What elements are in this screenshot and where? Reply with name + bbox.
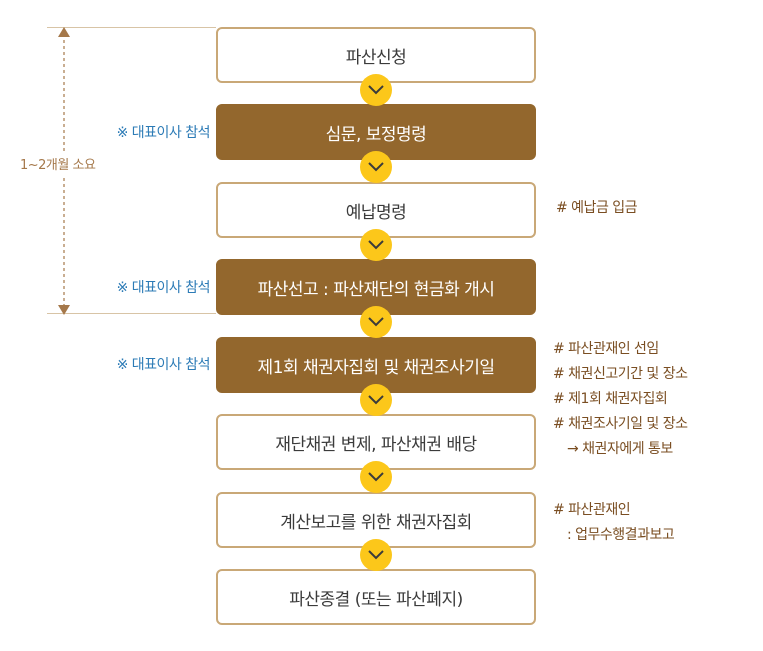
deposit-note-text: # 예납금 입금 <box>556 200 638 216</box>
step-accounting-report-meeting: 계산보고를 위한 채권자집회 <box>216 492 536 548</box>
chevron-down-icon <box>360 229 392 261</box>
period-guide-bottom <box>47 313 216 314</box>
chevron-down-icon <box>360 461 392 493</box>
meeting-note-line: # 채권신고기간 및 장소 <box>553 366 688 382</box>
report-note-line: # 파산관재인 <box>553 502 631 518</box>
ceo-attendance-note: ※ 대표이사 참석 <box>116 280 211 296</box>
report-notes: # 파산관재인 : 업무수행결과보고 <box>553 498 675 548</box>
deposit-note: # 예납금 입금 <box>556 196 638 221</box>
report-note-line: : 업무수행결과보고 <box>567 527 675 543</box>
meeting-note-line: # 제1회 채권자집회 <box>553 391 668 407</box>
chevron-down-icon <box>360 539 392 571</box>
step-bankruptcy-closure: 파산종결 (또는 파산폐지) <box>216 569 536 625</box>
step-claims-repayment-dividend: 재단채권 변제, 파산채권 배당 <box>216 414 536 470</box>
chevron-down-icon <box>360 306 392 338</box>
chevron-down-icon <box>360 384 392 416</box>
step-hearing-correction-order: 심문, 보정명령 <box>216 104 536 160</box>
ceo-attendance-note: ※ 대표이사 참석 <box>116 125 211 141</box>
chevron-down-icon <box>360 151 392 183</box>
meeting-note-line: → 채권자에게 통보 <box>567 441 673 457</box>
meeting-note-line: # 파산관재인 선임 <box>553 341 659 357</box>
double-arrow-vertical-icon <box>58 27 70 315</box>
meeting-notes: # 파산관재인 선임 # 채권신고기간 및 장소 # 제1회 채권자집회 # 채… <box>553 337 688 462</box>
period-label: 1~2개월 소요 <box>20 152 96 175</box>
chevron-down-icon <box>360 74 392 106</box>
meeting-note-line: # 채권조사기일 및 장소 <box>553 416 688 432</box>
ceo-attendance-note: ※ 대표이사 참석 <box>116 357 211 373</box>
period-guide-top <box>47 27 216 28</box>
step-bankruptcy-declaration: 파산선고 : 파산재단의 현금화 개시 <box>216 259 536 315</box>
